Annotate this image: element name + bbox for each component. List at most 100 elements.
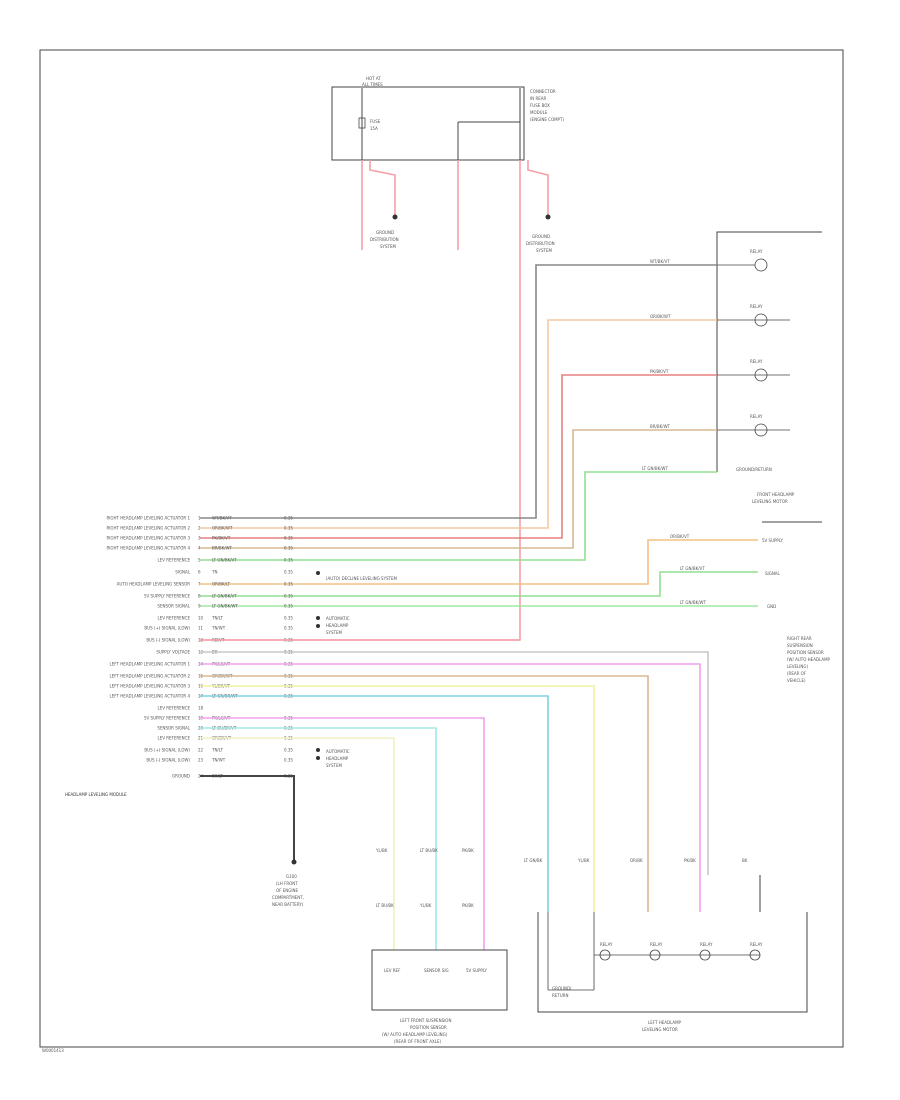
module-pin-pin: 7: [198, 582, 201, 587]
svg-text:IN REAR: IN REAR: [530, 96, 546, 101]
module-pin-wire: LT GN/BK/VT: [212, 594, 237, 599]
svg-text:LT BU/BK: LT BU/BK: [376, 903, 394, 908]
module-lower-wires: [200, 639, 709, 950]
module-pin-name: SENSOR SIGNAL: [157, 726, 190, 731]
module-pin-wire: BR/BK/WT: [212, 546, 233, 551]
svg-text:HOT AT: HOT AT: [366, 76, 381, 81]
module-pin-name: AUTO HEADLAMP LEVELING SENSOR: [117, 582, 191, 587]
svg-text:SUSPENSION: SUSPENSION: [787, 643, 813, 648]
module-pin-wire: TN/LT: [211, 616, 223, 621]
right-motor-wires: [200, 264, 717, 561]
module-pin-name: BUS (+) SIGNAL (LOW): [144, 748, 190, 753]
svg-text:LT GN/BK/WT: LT GN/BK/WT: [680, 600, 707, 605]
svg-text:5V SUPPLY: 5V SUPPLY: [762, 538, 784, 543]
module-pin-size: 0.35: [284, 546, 293, 551]
svg-text:NEAR BATTERY): NEAR BATTERY): [272, 902, 304, 907]
svg-text:RIGHT REAR: RIGHT REAR: [787, 636, 812, 641]
module-pin-name: LEV REFERENCE: [157, 706, 190, 711]
module-pin-pin: 5: [198, 558, 201, 563]
module-pin-name: LEFT HEADLAMP LEVELING ACTUATOR 1: [110, 662, 191, 667]
module-pin-pin: 22: [198, 748, 204, 753]
fuse-box-wires: [200, 160, 549, 641]
svg-text:OF ENGINE: OF ENGINE: [276, 888, 299, 893]
svg-text:LT GN/BK/WT: LT GN/BK/WT: [642, 466, 669, 471]
module-pin-pin: 6: [198, 570, 201, 575]
module-pin-pin: 10: [198, 616, 204, 621]
svg-text:PK/BK: PK/BK: [462, 848, 474, 853]
svg-text:LEVELING): LEVELING): [787, 664, 809, 669]
module-pin-name: RIGHT HEADLAMP LEVELING ACTUATOR 4: [106, 546, 190, 551]
svg-text:(LH FRONT: (LH FRONT: [276, 881, 298, 886]
module-pin-wire: OR/BK/WT: [212, 526, 233, 531]
left-headlamp-motor: RELAY RELAY RELAY RELAY GROUND/ RETURN L…: [537, 875, 808, 1032]
svg-text:LEFT HEADLAMP: LEFT HEADLAMP: [648, 1020, 682, 1025]
module-pin-wire: OR/BK/LT: [212, 582, 231, 587]
svg-text:15A: 15A: [370, 126, 378, 131]
svg-text:SYSTEM: SYSTEM: [380, 244, 396, 249]
module-pin-size: 0.35: [284, 626, 293, 631]
right-headlamp-motor: RELAY RELAY RELAY RELAY GROUND/RETURN FR…: [716, 231, 822, 523]
module-pin-name: LEV REFERENCE: [157, 558, 190, 563]
module-pin-size: 0.35: [284, 526, 293, 531]
module-pin-name: 5V SUPPLY REFERENCE: [144, 716, 190, 721]
diagram-frame: [39, 49, 844, 1048]
svg-text:AUTOMATIC: AUTOMATIC: [326, 749, 350, 754]
svg-text:VEHICLE): VEHICLE): [787, 678, 806, 683]
svg-text:COMPARTMENT,: COMPARTMENT,: [272, 895, 304, 900]
module-pin-name: LEFT HEADLAMP LEVELING ACTUATOR 3: [110, 684, 191, 689]
right-rear-sensor: [200, 539, 758, 607]
svg-text:GND: GND: [767, 604, 776, 609]
module-pin-name: RIGHT HEADLAMP LEVELING ACTUATOR 3: [106, 536, 190, 541]
svg-text:DISTRIBUTION: DISTRIBUTION: [526, 241, 555, 246]
svg-text:RELAY: RELAY: [750, 359, 763, 364]
module-pin-size: 0.35: [284, 758, 293, 763]
svg-text:LEVELING MOTOR: LEVELING MOTOR: [642, 1027, 678, 1032]
fuse-box: HOT AT ALL TIMES FUSE 15A CONNECTOR IN R…: [331, 76, 564, 161]
module-pin-wire: LT GN/BK/WT: [212, 604, 239, 609]
svg-text:POSITION SENSOR: POSITION SENSOR: [410, 1025, 447, 1030]
svg-text:PK/BK/VT: PK/BK/VT: [650, 369, 669, 374]
svg-text:(W/ AUTO HEADLAMP LEVELING): (W/ AUTO HEADLAMP LEVELING): [382, 1032, 448, 1037]
svg-text:CONNECTOR: CONNECTOR: [530, 89, 556, 94]
svg-text:SIGNAL: SIGNAL: [765, 571, 781, 576]
module-pin-size: 0.35: [284, 536, 293, 541]
module-pin-name: 5V SUPPLY REFERENCE: [144, 594, 190, 599]
svg-text:GROUND: GROUND: [376, 230, 394, 235]
module-pin-wire: TN: [211, 570, 217, 575]
svg-text:YL/BK: YL/BK: [419, 903, 432, 908]
svg-text:LEVELING MOTOR: LEVELING MOTOR: [752, 499, 788, 504]
module-pin-row: AUTO HEADLAMP LEVELING SENSOR 7 OR/BK/LT 0.…: [117, 582, 294, 587]
svg-text:5V SUPPLY: 5V SUPPLY: [466, 968, 488, 973]
svg-text:LEV REF: LEV REF: [384, 968, 401, 973]
module-title: HEADLAMP LEVELING MODULE: [65, 792, 127, 797]
module-pin-pin: 3: [198, 536, 201, 541]
module-pin-size: 0.35: [284, 582, 293, 587]
module-pin-wire: LT GN/BK/VT: [212, 558, 237, 563]
module-pin-size: 0.35: [284, 604, 293, 609]
svg-text:RELAY: RELAY: [750, 942, 763, 947]
svg-text:GROUND/: GROUND/: [552, 986, 572, 991]
module-pin-size: 0.35: [284, 748, 293, 753]
svg-text:BK: BK: [742, 858, 748, 863]
module-pin-size: 0.35: [284, 616, 293, 621]
module-pin-pin: 1: [198, 516, 201, 521]
svg-text:BR/BK/WT: BR/BK/WT: [650, 424, 671, 429]
module-pin-name: BUS (-) SIGNAL (LOW): [146, 758, 190, 763]
svg-text:HEADLAMP: HEADLAMP: [326, 623, 349, 628]
left-front-sensor: LEV REF SENSOR SIG 5V SUPPLY LEFT FRONT …: [371, 949, 508, 1044]
module-pin-name: LEFT HEADLAMP LEVELING ACTUATOR 4: [110, 694, 191, 699]
module-pin-wire: TN/WT: [211, 626, 226, 631]
svg-text:POSITION SENSOR: POSITION SENSOR: [787, 650, 824, 655]
module-pin-size: 0.35: [284, 516, 293, 521]
